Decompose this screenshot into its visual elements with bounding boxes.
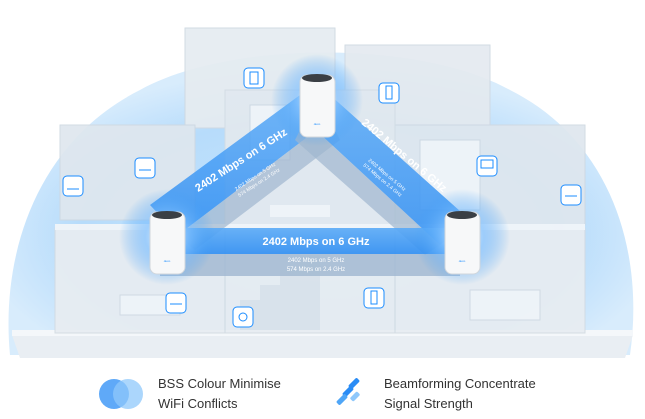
bss-colour-circles-icon [99, 379, 143, 409]
house-floor [12, 335, 633, 358]
feature-bss-colour: BSS Colour Minimise WiFi Conflicts [98, 374, 281, 414]
gamepad-icon [134, 157, 156, 179]
feature-bss-line2: WiFi Conflicts [158, 396, 238, 411]
monitor-icon [476, 155, 498, 177]
mesh-network-illustration: 2402 Mbps on 6 GHz 2402 Mbps on 5 GHz 57… [8, 27, 634, 358]
feature-beamforming-line1: Beamforming Concentrate [384, 376, 536, 391]
bottom-beam-sub-label-1: 2402 Mbps on 5 GHz [288, 258, 345, 264]
router-node-right: deco [414, 189, 510, 285]
bottom-beam-main-label: 2402 Mbps on 6 GHz [263, 236, 370, 248]
device-icons [62, 67, 582, 328]
beamforming-bars-icon [336, 378, 360, 405]
router-node-top: deco [271, 54, 363, 146]
feature-bss-line1: BSS Colour Minimise [158, 376, 281, 391]
svg-text:deco: deco [314, 122, 321, 126]
gamepad-icon [165, 292, 187, 314]
camera-icon [232, 306, 254, 328]
bottom-beam-sub-label-2: 574 Mbps on 2.4 GHz [287, 267, 345, 273]
gamepad-icon [560, 184, 582, 206]
svg-text:deco: deco [164, 259, 171, 263]
laptop-icon [62, 175, 84, 197]
phone-icon [363, 287, 385, 309]
router-node-left: deco [119, 189, 215, 285]
feature-beamforming: Beamforming Concentrate Signal Strength [334, 374, 536, 414]
tablet-icon [243, 67, 265, 89]
svg-text:deco: deco [459, 259, 466, 263]
phone-icon [378, 82, 400, 104]
feature-beamforming-line2: Signal Strength [384, 396, 473, 411]
